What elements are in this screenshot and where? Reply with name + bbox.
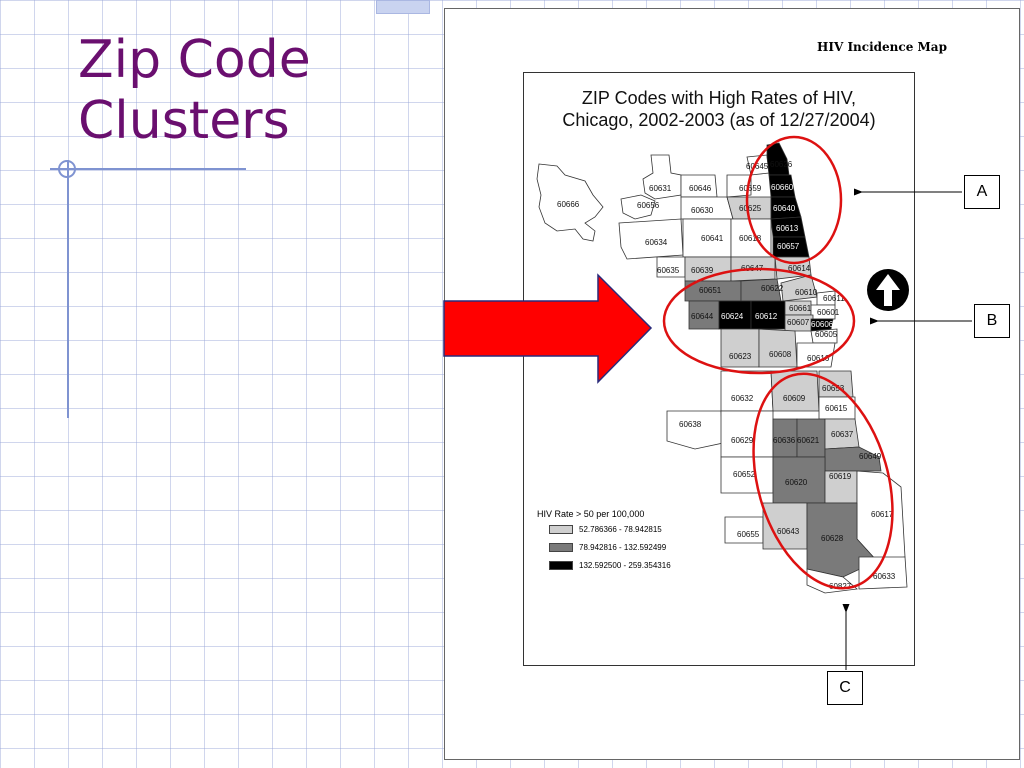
- zip-label-60640: 60640: [773, 204, 796, 213]
- zip-label-60643: 60643: [777, 527, 800, 536]
- zip-label-60601: 60601: [817, 308, 840, 317]
- zip-label-60651: 60651: [699, 286, 722, 295]
- zip-area-60632: [720, 370, 774, 412]
- zip-label-60645: 60645: [746, 162, 769, 171]
- zip-area-60638: [666, 410, 724, 450]
- zip-label-60616: 60616: [807, 354, 830, 363]
- slide-title-line2: Clusters: [78, 91, 290, 151]
- title-decoration-vertical-line: [67, 160, 69, 418]
- zip-label-60639: 60639: [691, 266, 714, 275]
- zip-label-60666: 60666: [557, 200, 580, 209]
- legend-item-light: 52.786366 - 78.942815: [549, 525, 662, 536]
- zip-label-60656: 60656: [637, 201, 660, 210]
- zip-label-60610: 60610: [795, 288, 818, 297]
- zip-label-60637: 60637: [831, 430, 854, 439]
- chicago-zip-map: 60645 60626 60631 60646 60659 60660 6066…: [536, 142, 909, 594]
- zip-area-60623: [720, 328, 760, 368]
- zip-label-60612: 60612: [755, 312, 778, 321]
- callout-box-b: B: [974, 304, 1010, 338]
- zip-label-60614: 60614: [788, 264, 811, 273]
- zip-label-60622: 60622: [761, 284, 784, 293]
- zip-label-60633: 60633: [873, 572, 896, 581]
- zip-label-60653: 60653: [822, 384, 845, 393]
- callout-box-a: A: [964, 175, 1000, 209]
- zip-label-60628: 60628: [821, 534, 844, 543]
- zip-label-60619: 60619: [829, 472, 852, 481]
- zip-area-60666: [536, 163, 604, 242]
- map-title-line1: ZIP Codes with High Rates of HIV,: [581, 88, 857, 108]
- zip-label-60659: 60659: [739, 184, 762, 193]
- zip-label-60649: 60649: [859, 452, 882, 461]
- legend-swatch-medium: [549, 543, 573, 553]
- legend-label-light: 52.786366 - 78.942815: [579, 525, 662, 534]
- callout-box-c: C: [827, 671, 863, 705]
- zip-label-60657: 60657: [777, 242, 800, 251]
- zip-area-60608: [758, 328, 798, 368]
- map-title-line2: Chicago, 2002-2003 (as of 12/27/2004): [562, 110, 876, 130]
- zip-label-60615: 60615: [825, 404, 848, 413]
- zip-label-60631: 60631: [649, 184, 672, 193]
- zip-label-60629: 60629: [731, 436, 754, 445]
- zip-label-60632: 60632: [731, 394, 754, 403]
- zip-area-60609: [770, 370, 820, 412]
- zip-label-60613: 60613: [776, 224, 799, 233]
- zip-label-60624: 60624: [721, 312, 744, 321]
- zip-area-60643: [762, 502, 808, 550]
- zip-label-60661: 60661: [789, 304, 812, 313]
- zip-area-60629: [720, 410, 774, 458]
- zip-label-60608: 60608: [769, 350, 792, 359]
- legend-item-high: 132.592500 - 259.354316: [549, 561, 671, 572]
- zip-label-60611: 60611: [823, 294, 845, 303]
- zip-label-60646: 60646: [689, 184, 712, 193]
- zip-label-60647: 60647: [741, 264, 764, 273]
- zip-label-60635: 60635: [657, 266, 680, 275]
- zip-label-60634: 60634: [645, 238, 668, 247]
- zip-label-60623: 60623: [729, 352, 752, 361]
- zip-area-60626: [766, 142, 790, 176]
- zip-label-60618: 60618: [739, 234, 762, 243]
- zip-label-60605: 60605: [815, 330, 838, 339]
- legend-item-medium: 78.942816 - 132.592499: [549, 543, 666, 554]
- zip-label-60625: 60625: [739, 204, 762, 213]
- zip-label-60827: 60827: [829, 582, 852, 591]
- zip-label-60636: 60636: [773, 436, 796, 445]
- map-document: HIV Incidence Map ZIP Codes with High Ra…: [444, 8, 1020, 760]
- zip-label-60638: 60638: [679, 420, 702, 429]
- legend-swatch-high: [549, 561, 573, 571]
- slide-title: Zip Code Clusters: [78, 30, 418, 152]
- legend-swatch-light: [549, 525, 573, 535]
- north-arrow-icon: [867, 269, 909, 311]
- zip-label-60630: 60630: [691, 206, 714, 215]
- zip-area-60631: [642, 154, 682, 200]
- title-decoration-underline: [50, 168, 246, 170]
- zip-label-60652: 60652: [733, 470, 756, 479]
- zip-label-60626: 60626: [770, 160, 793, 169]
- zip-label-60606: 60606: [811, 320, 834, 329]
- zip-area-60634: [618, 218, 684, 260]
- legend-title: HIV Rate > 50 per 100,000: [537, 509, 645, 519]
- zip-label-60655: 60655: [737, 530, 760, 539]
- slide-title-line1: Zip Code: [78, 30, 311, 90]
- zip-label-60660: 60660: [771, 183, 794, 192]
- zip-label-60617: 60617: [871, 510, 894, 519]
- zip-label-60644: 60644: [691, 312, 714, 321]
- title-decoration-circle: [58, 160, 76, 178]
- corner-tab: [376, 0, 430, 14]
- zip-label-60620: 60620: [785, 478, 808, 487]
- zip-label-60609: 60609: [783, 394, 806, 403]
- zip-label-60641: 60641: [701, 234, 724, 243]
- zip-label-60607: 60607: [787, 318, 810, 327]
- legend-label-high: 132.592500 - 259.354316: [579, 561, 671, 570]
- zip-area-60656: [620, 194, 656, 220]
- zip-label-60621: 60621: [797, 436, 820, 445]
- document-heading: HIV Incidence Map: [817, 40, 947, 54]
- legend-label-medium: 78.942816 - 132.592499: [579, 543, 667, 552]
